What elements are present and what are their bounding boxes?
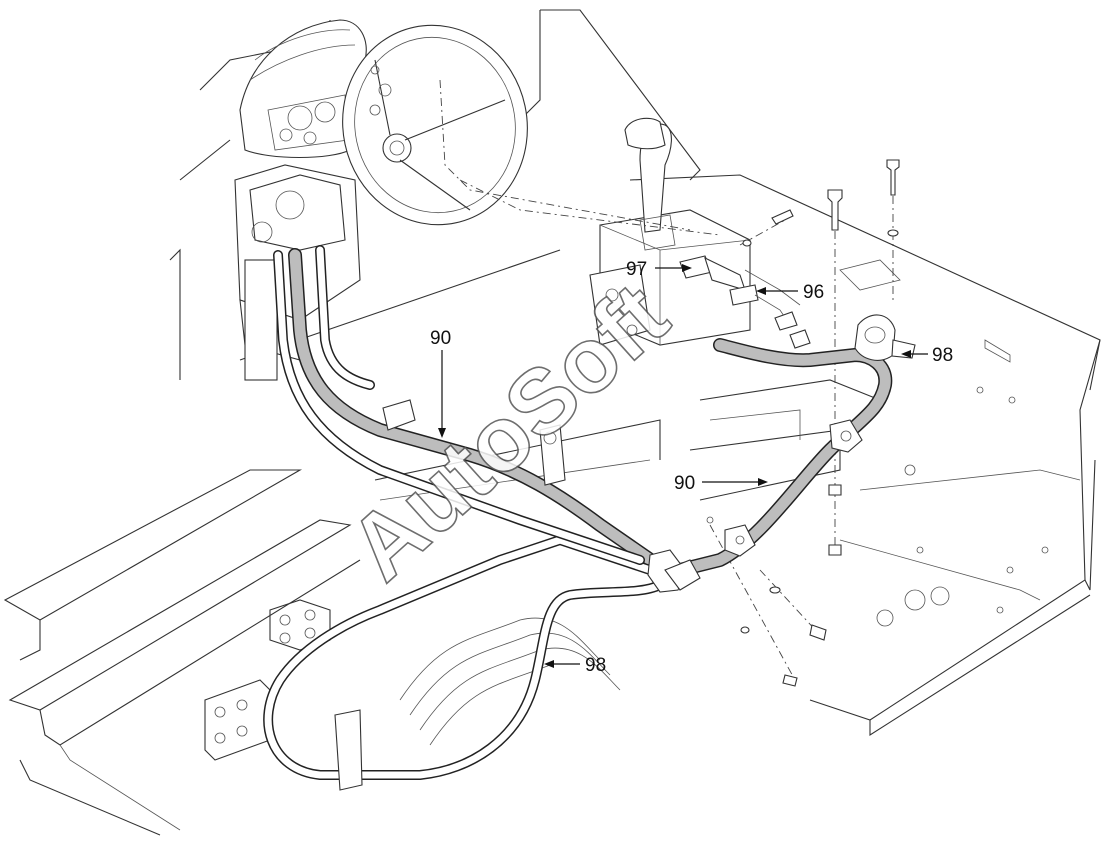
fasteners <box>706 159 900 687</box>
steering-wheel <box>342 24 528 226</box>
callout-97: 97 <box>626 259 647 280</box>
callout-98-right: 98 <box>932 345 953 366</box>
callout-98-lower: 98 <box>585 655 606 676</box>
bolt-axis-line-5 <box>739 219 786 246</box>
callout-90-right: 90 <box>674 473 695 494</box>
instrument-cluster <box>239 19 367 158</box>
connector-parts <box>679 255 811 349</box>
bolt-axis-line-4 <box>759 569 821 636</box>
routing-dashed-line <box>439 79 691 231</box>
callout-leaders <box>438 264 928 668</box>
hose-98-loop <box>263 245 665 780</box>
callout-96: 96 <box>803 282 824 303</box>
routing-dashed-line-2 <box>459 179 721 236</box>
callout-90-upper: 90 <box>430 328 451 349</box>
control-block <box>589 117 751 346</box>
steering-column <box>234 164 361 381</box>
hose-90-main <box>288 248 893 577</box>
bolt-axis-line-3 <box>709 524 796 681</box>
hose-fittings <box>334 314 916 791</box>
